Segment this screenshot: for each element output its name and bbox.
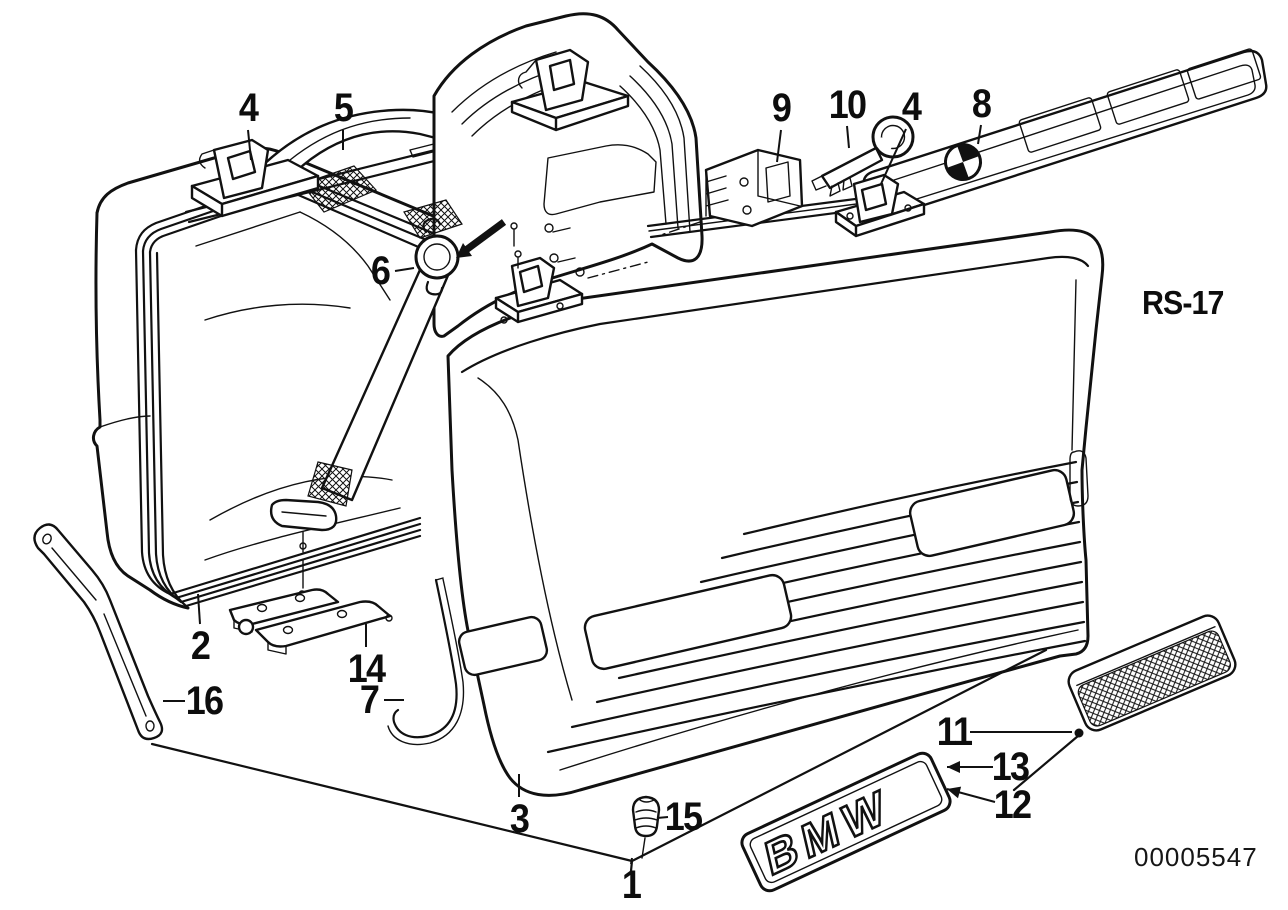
rubber-buffer	[631, 795, 661, 859]
image-number-label: 00005547	[1134, 842, 1258, 872]
right-case-back	[432, 12, 704, 338]
strap-wrap-hatch	[301, 165, 378, 213]
case-clamp-left	[190, 138, 320, 218]
strap-lower-run	[269, 250, 454, 598]
pointer-arrow-icon	[456, 219, 507, 258]
edge-protector-strip	[387, 577, 465, 746]
right-case-front	[446, 222, 1105, 797]
bmw-roundel-icon	[944, 143, 982, 181]
strap-ring	[403, 199, 507, 296]
support-bracket	[33, 523, 164, 741]
case-clamp-right	[834, 173, 926, 238]
hinge-plates	[228, 588, 393, 655]
reflector	[1067, 614, 1237, 738]
sheet-code-label: RS-17	[1142, 284, 1224, 321]
assembly-extent-lines	[150, 648, 1080, 873]
lock-mechanism	[657, 148, 804, 237]
